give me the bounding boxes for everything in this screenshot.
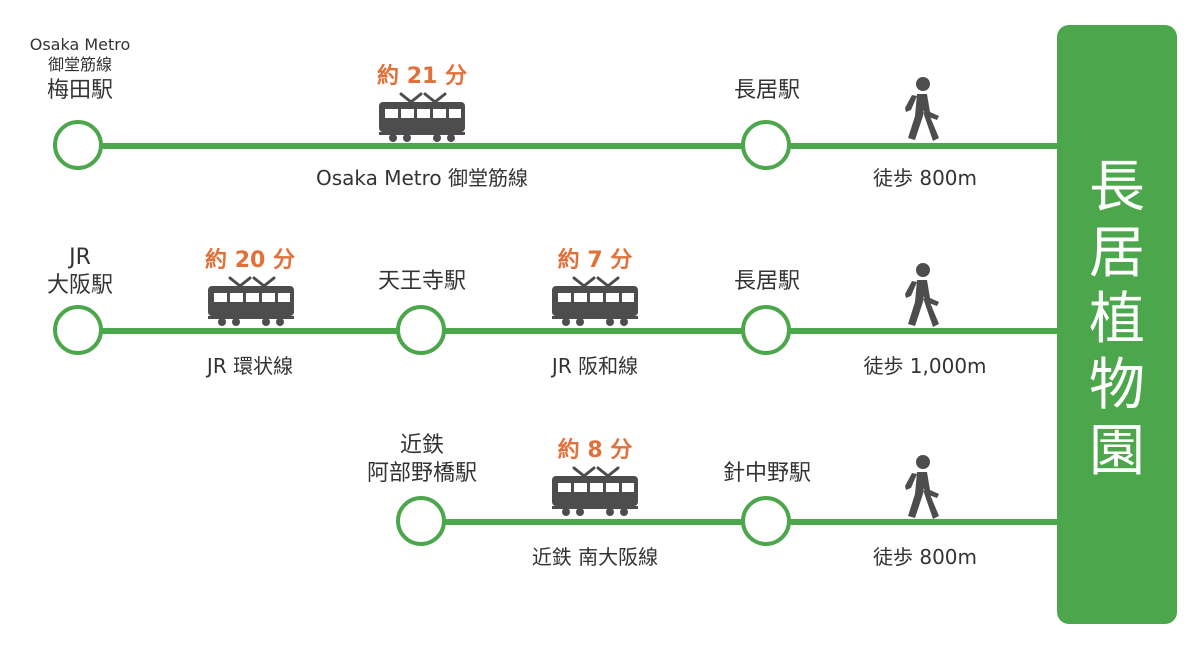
- walk-distance-3: 徒歩 800m: [872, 545, 977, 569]
- travel-time-midosuji: 約 21 分: [377, 64, 467, 89]
- station-umeda-name: 梅田駅: [46, 78, 113, 103]
- walking-person-icon: [903, 262, 943, 328]
- route-line-3: [422, 519, 1058, 525]
- train-icon: [550, 466, 640, 516]
- line-name-midosuji: Osaka Metro 御堂筋線: [315, 166, 529, 190]
- destination-char: 園: [1089, 419, 1145, 484]
- station-osaka-name: 大阪駅: [46, 273, 113, 298]
- destination-name: 長 居 植 物 園: [1057, 155, 1177, 485]
- station-harinakano: 針中野駅: [722, 461, 811, 486]
- walk-distance-2: 徒歩 1,000m: [863, 354, 987, 378]
- travel-time-minami-osaka: 約 8 分: [557, 438, 633, 463]
- line-name-loop-line: JR 環状線: [206, 354, 294, 378]
- station-nagai-2: 長居駅: [733, 269, 800, 294]
- destination-char: 居: [1089, 221, 1145, 286]
- destination-char: 物: [1089, 353, 1145, 418]
- station-tennoji: 天王寺駅: [377, 269, 466, 294]
- walking-person-icon: [903, 76, 943, 142]
- station-node-nagai-2: [741, 305, 791, 355]
- route-line-1: [78, 143, 1058, 149]
- station-node-osaka: [53, 305, 103, 355]
- destination-char: 植: [1089, 287, 1145, 352]
- destination-box: 長 居 植 物 園: [1057, 25, 1177, 624]
- walking-person-icon: [903, 454, 943, 520]
- station-node-harinakano: [741, 496, 791, 546]
- train-icon: [550, 276, 640, 326]
- station-node-umeda: [53, 120, 103, 170]
- train-icon: [377, 92, 467, 142]
- station-osaka-line1: JR: [69, 245, 91, 270]
- walk-distance-1: 徒歩 800m: [872, 166, 977, 190]
- train-icon: [206, 276, 296, 326]
- station-umeda-line1: Osaka Metro: [29, 35, 131, 54]
- travel-time-loop-line: 約 20 分: [205, 248, 295, 273]
- travel-time-hanwa: 約 7 分: [557, 248, 633, 273]
- station-abenobashi-line1: 近鉄: [399, 433, 444, 458]
- destination-char: 長: [1089, 155, 1145, 220]
- station-nagai-1: 長居駅: [733, 78, 800, 103]
- line-name-minami-osaka: 近鉄 南大阪線: [531, 545, 659, 569]
- station-node-tennoji: [396, 305, 446, 355]
- station-node-nagai-1: [741, 120, 791, 170]
- route-line-2: [78, 328, 1058, 334]
- station-node-abenobashi: [396, 496, 446, 546]
- station-abenobashi-name: 阿部野橋駅: [366, 461, 477, 486]
- line-name-hanwa: JR 阪和線: [551, 354, 639, 378]
- station-umeda-line2: 御堂筋線: [47, 55, 112, 74]
